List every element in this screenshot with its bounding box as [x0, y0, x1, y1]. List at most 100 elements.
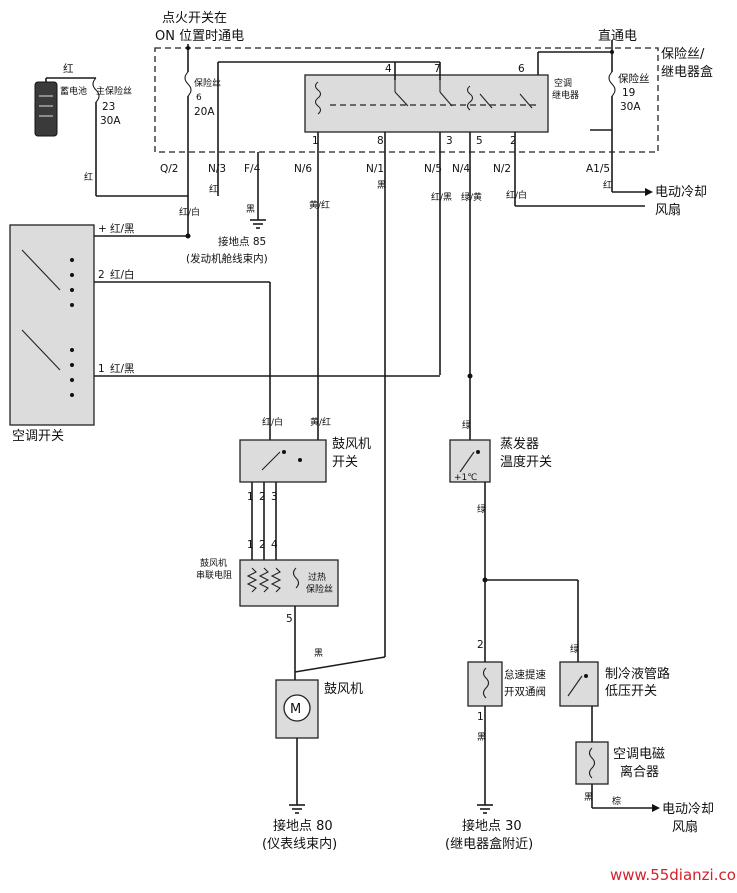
cooling-fan-label-1: 电动冷却	[655, 185, 707, 200]
blower-motor-label: 鼓风机	[324, 682, 363, 697]
ignition-label-2: ON 位置时通电	[155, 29, 244, 44]
f4-wire-color: 黑	[246, 204, 255, 215]
valve-pin-2: 2	[477, 639, 484, 651]
evap-out-wire: 绿	[477, 503, 486, 515]
fuse19-no: 19	[622, 87, 635, 99]
fuse-19-symbol	[608, 71, 616, 97]
bs-pin-3: 3	[271, 491, 278, 503]
resistor-label-2: 串联电阻	[196, 569, 232, 581]
blower-black-wire: 黑	[314, 648, 323, 659]
blower-in-wire: 红/白	[262, 416, 283, 428]
direct-power-label: 直通电	[598, 29, 637, 44]
clutch-brown-wire: 棕	[612, 795, 621, 807]
bs-pin-4: 4	[271, 539, 278, 551]
bs-pin-1: 1	[247, 491, 254, 503]
main-fuse-no: 23	[102, 101, 115, 113]
relay-pin-1: 1	[312, 135, 319, 147]
res-pin-5: 5	[286, 613, 293, 625]
relay-pin-6: 6	[518, 63, 525, 75]
fuse6-no: 6	[196, 93, 202, 103]
sw-plus-wire: 红/黑	[110, 222, 135, 235]
fuse6-amp: 20A	[194, 106, 215, 118]
q2-wire-color: 红/白	[179, 206, 200, 218]
n6-wire-color: 黄/红	[309, 199, 330, 211]
fuse19-amp: 30A	[620, 101, 641, 113]
lowpress-in-wire: 绿	[570, 643, 579, 655]
fan2-label-2: 风扇	[672, 819, 698, 835]
sw-pin2-wire: 红/白	[110, 268, 135, 281]
ground-30-label-1: 接地点 30	[462, 818, 522, 834]
valve-label-1: 怠速提速	[504, 668, 546, 681]
valve-pin-1: 1	[477, 711, 484, 723]
blower-resistor	[239, 559, 339, 607]
ac-relay	[304, 74, 549, 133]
valve-label-2: 开双通阀	[504, 685, 546, 698]
main-fuse-label: 主保险丝	[96, 85, 132, 97]
low-pressure-switch	[559, 661, 599, 707]
lowpressure-label-2: 低压开关	[605, 684, 657, 699]
evap-switch-label-2: 温度开关	[500, 454, 552, 470]
evap-temp-switch	[449, 439, 491, 483]
resistor-label-1: 鼓风机	[200, 557, 227, 569]
relay-pin-4: 4	[385, 63, 392, 75]
n3-wire-color: 红	[209, 183, 218, 195]
ground-80-label-1: 接地点 80	[273, 818, 333, 834]
relay-pin-2: 2	[510, 135, 517, 147]
sw-pin-2: 2	[98, 269, 105, 281]
blower-switch[interactable]	[239, 439, 327, 483]
battery-label: 蓄电池	[60, 85, 87, 97]
sw-pin-1: 1	[98, 363, 105, 375]
fuse-relay-box-label-2: 继电器盒	[661, 64, 713, 80]
conn-n1: N/1	[366, 163, 384, 175]
ground-85-label-2: (发动机舱线束内)	[186, 252, 268, 265]
main-fuse-amp: 30A	[100, 115, 121, 127]
bs-pin-2b: 2	[259, 539, 266, 551]
clutch-label-2: 离合器	[620, 764, 659, 780]
ground-85-label-1: 接地点 85	[218, 235, 266, 248]
lowpressure-label-1: 制冷液管路	[605, 666, 670, 682]
conn-n6: N/6	[294, 163, 312, 175]
evap-switch-label-1: 蒸发器	[500, 436, 539, 452]
relay-pin-8: 8	[377, 135, 384, 147]
ground-80-label-2: (仪表线束内)	[262, 836, 337, 852]
n4-wire-color: 绿/黄	[461, 191, 482, 203]
ac-switch-label: 空调开关	[12, 429, 64, 444]
conn-q2: Q/2	[160, 163, 178, 175]
fuse-relay-box	[154, 47, 659, 153]
relay-coil-1	[314, 81, 322, 115]
conn-n3: N/3	[208, 163, 226, 175]
relay-coil-2	[466, 85, 474, 111]
blower-switch-label-1: 鼓风机	[332, 437, 371, 452]
relay-contact-1	[394, 91, 409, 107]
relay-contact-3	[479, 93, 493, 109]
relay-contact-4	[519, 93, 533, 109]
bs-pin-2: 2	[259, 491, 266, 503]
sw-pin-plus: +	[98, 223, 107, 235]
conn-a15: A1/5	[586, 163, 610, 175]
fan2-label-1: 电动冷却	[662, 802, 714, 817]
battery-symbol	[34, 81, 58, 137]
conn-n4: N/4	[452, 163, 470, 175]
blower-switch-label-2: 开关	[332, 455, 358, 470]
relay-pin-3: 3	[446, 135, 453, 147]
fuse6-label: 保险丝	[194, 77, 221, 89]
ac-relay-label-2: 继电器	[552, 89, 579, 101]
fuse-6-symbol	[184, 71, 192, 97]
conn-n2: N/2	[493, 163, 511, 175]
ignition-label-1: 点火开关在	[162, 11, 227, 26]
fuse19-label: 保险丝	[618, 72, 650, 85]
thermal-fuse-label-2: 保险丝	[306, 583, 333, 595]
ac-switch[interactable]	[9, 224, 95, 426]
n1-wire-color: 黑	[377, 180, 386, 191]
relay-pin-5: 5	[476, 135, 483, 147]
cooling-fan-label-2: 风扇	[655, 202, 681, 218]
valve-out-wire: 黑	[477, 732, 486, 743]
bs-pin-1b: 1	[247, 539, 254, 551]
evap-temp: +1℃	[454, 473, 477, 483]
main-fuse-symbol	[92, 77, 100, 103]
sw-pin1-wire: 红/黑	[110, 362, 135, 375]
conn-f4: F/4	[244, 163, 261, 175]
blower-in-wire-2: 黄/红	[310, 416, 331, 428]
battery-red-label: 红	[63, 62, 74, 75]
